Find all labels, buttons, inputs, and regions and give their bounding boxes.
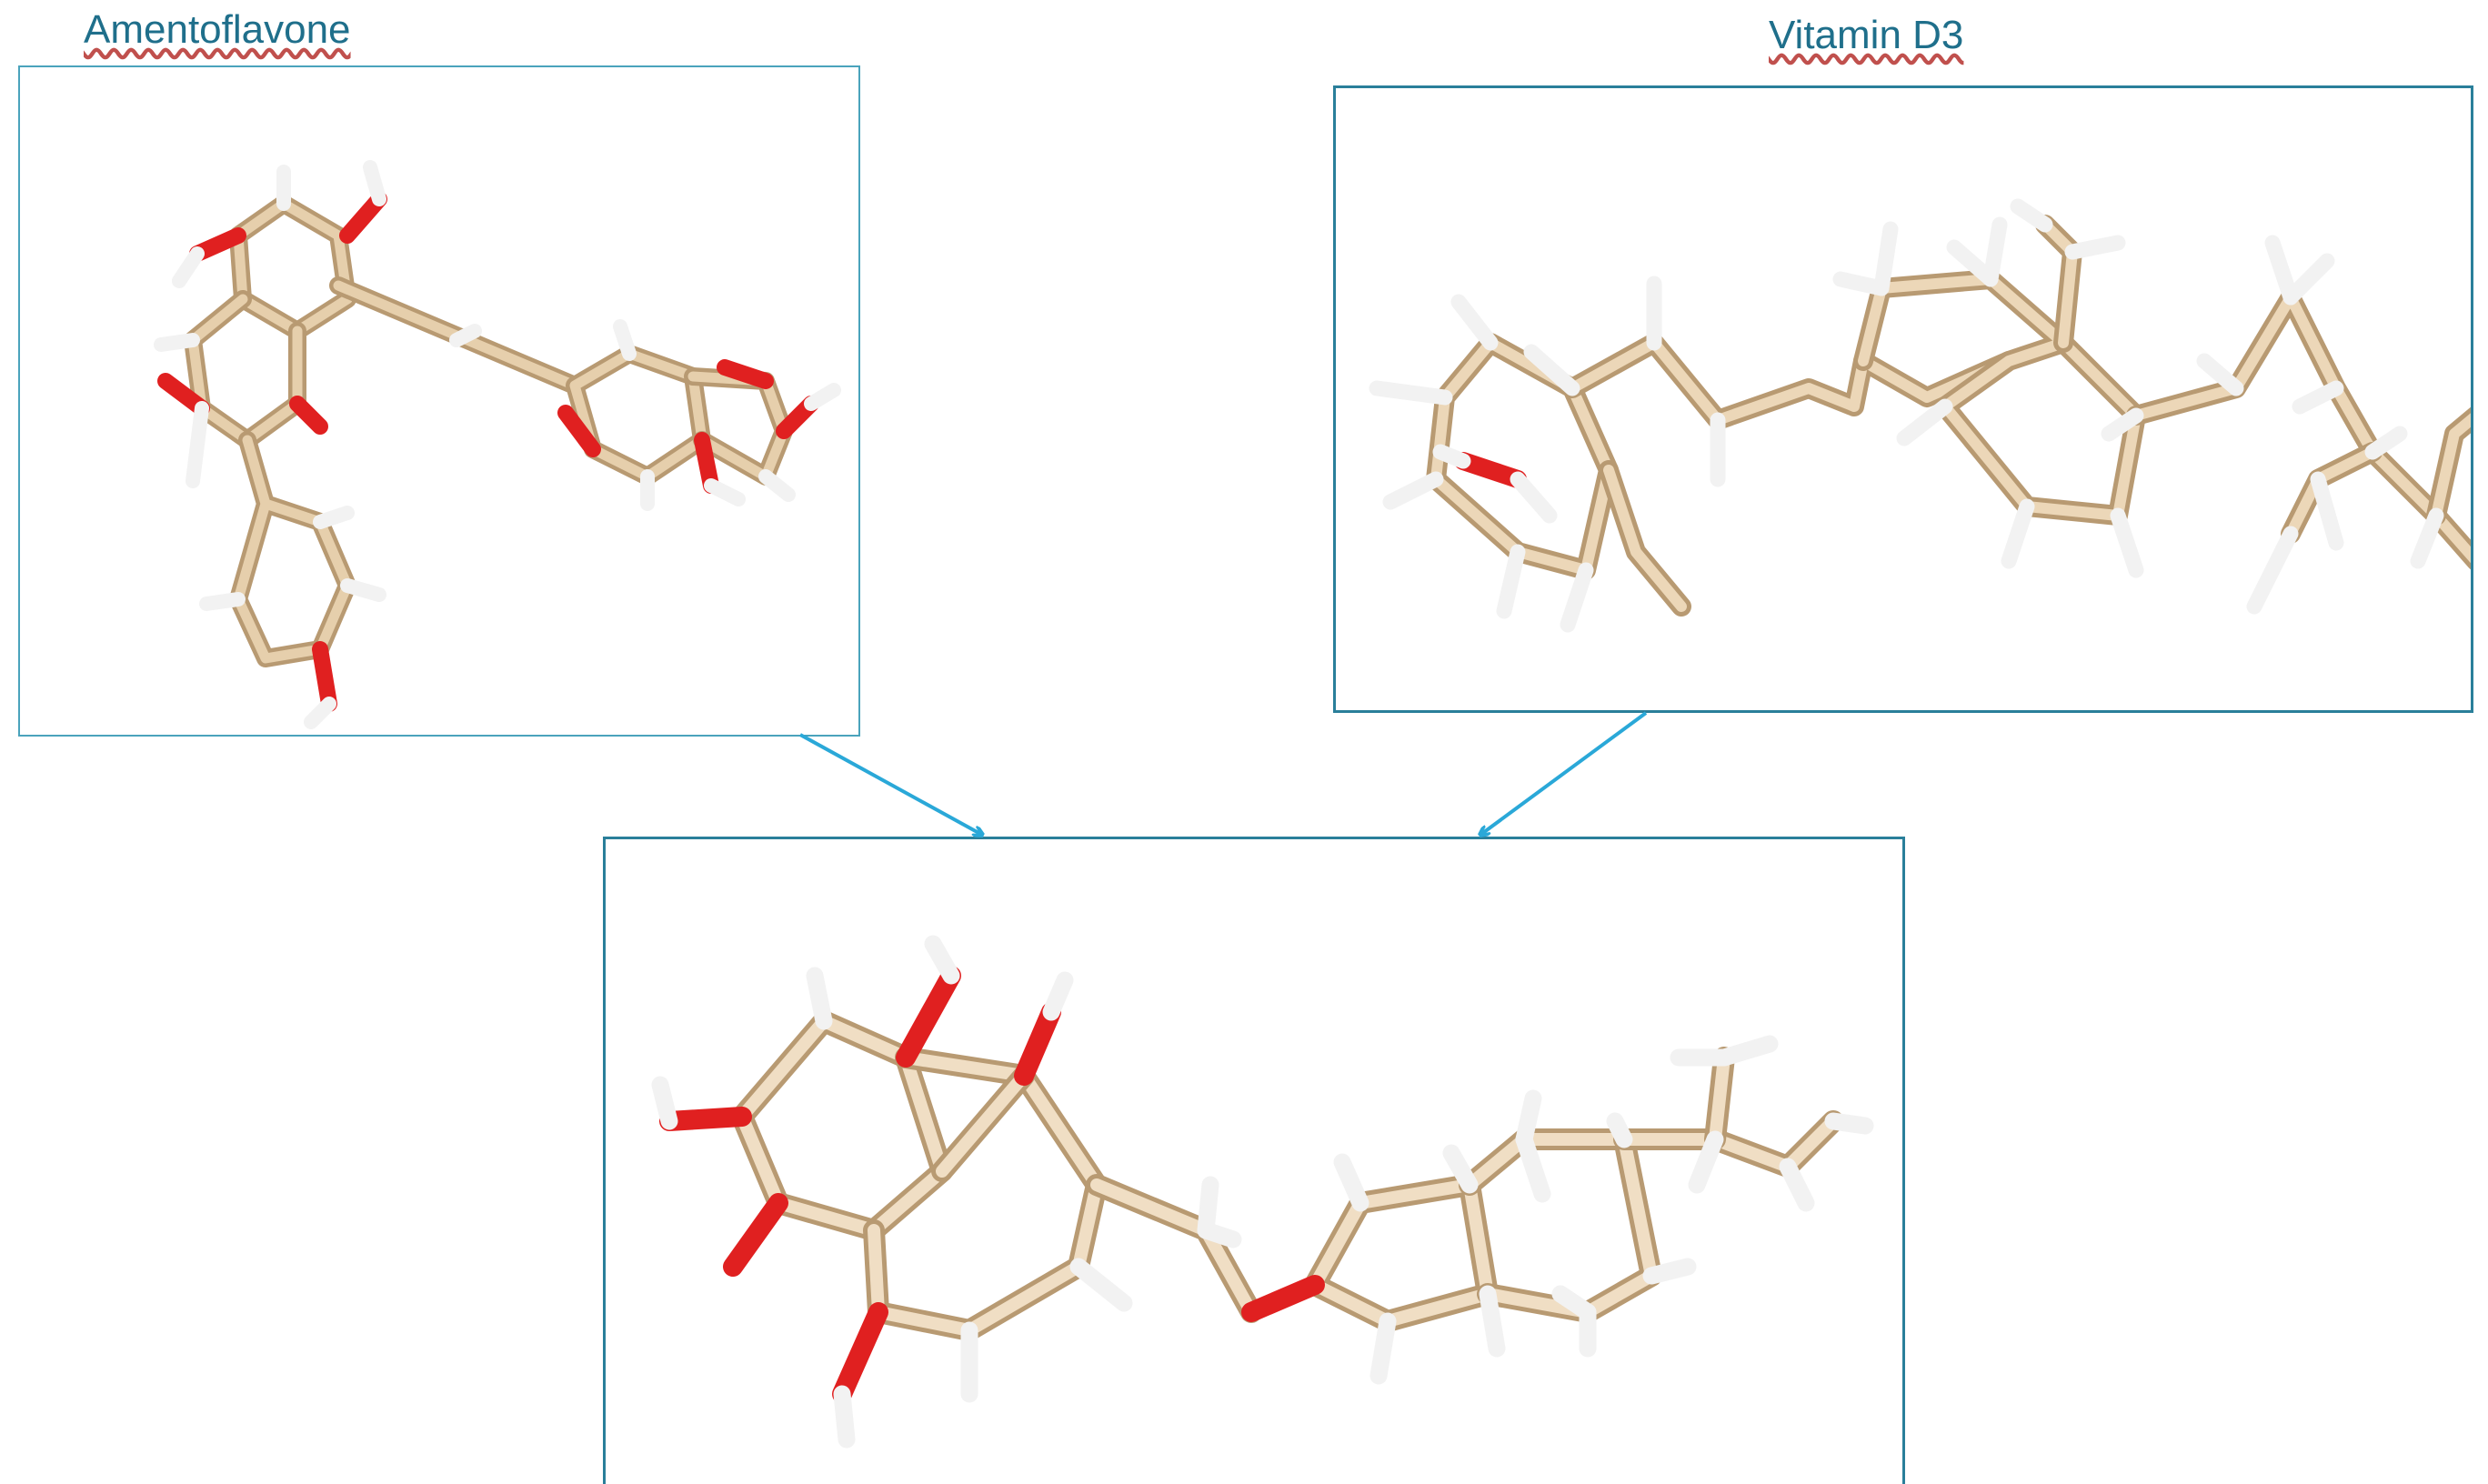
bond-oxygen — [896, 966, 961, 1068]
vitamin-d3-molecule — [1369, 198, 2471, 633]
amentoflavone-label: Amentoflavone — [84, 7, 351, 52]
amentoflavone-molecule — [154, 160, 841, 729]
bond-hydroxyl — [1454, 452, 1527, 488]
vitamin-d3-structure-panel — [1333, 85, 2473, 713]
hybrid-molecule — [651, 935, 1874, 1449]
hybrid-structure-panel — [603, 837, 1905, 1484]
vitamin-d3-label: Vitamin D3 — [1769, 13, 1964, 57]
amentoflavone-structure-panel — [18, 65, 860, 737]
arrow-right — [1480, 711, 1648, 835]
arrow-left — [799, 733, 982, 835]
